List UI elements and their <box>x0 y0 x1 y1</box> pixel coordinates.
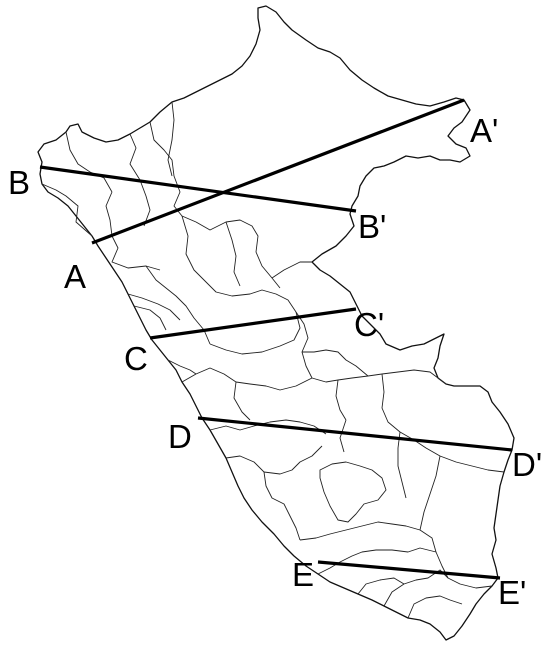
label-d-end: D' <box>512 446 542 483</box>
section-line-c <box>149 307 357 340</box>
department-borders <box>41 101 505 619</box>
section-line-d <box>197 416 513 452</box>
label-a-end: A' <box>470 112 498 149</box>
label-c-start: C <box>124 340 148 377</box>
country-outline <box>37 5 515 641</box>
label-d-start: D <box>168 418 192 455</box>
section-labels: A A' B B' C C' D D' E E' <box>8 112 542 611</box>
label-c-end: C' <box>354 306 384 343</box>
section-line-e <box>317 560 501 580</box>
label-a-start: A <box>64 258 86 295</box>
section-line-b <box>39 165 357 213</box>
section-line-a <box>91 98 465 245</box>
label-e-start: E <box>292 556 314 593</box>
section-lines <box>39 98 513 580</box>
label-b-start: B <box>8 164 30 201</box>
label-e-end: E' <box>498 574 526 611</box>
label-b-end: B' <box>358 208 386 245</box>
